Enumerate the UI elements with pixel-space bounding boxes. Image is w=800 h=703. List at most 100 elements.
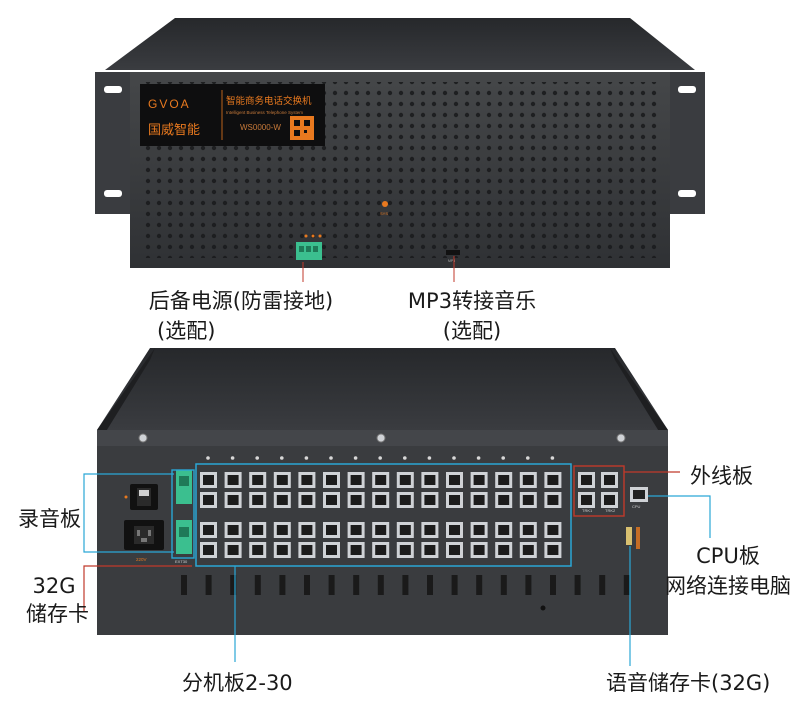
rj45-port-hole <box>350 475 362 485</box>
screw <box>376 433 386 443</box>
callout-trunk-board: 外线板 <box>690 464 753 488</box>
rj45-port-hole <box>449 525 460 535</box>
board-clip <box>550 575 556 595</box>
rj45-port-hole <box>547 545 559 555</box>
board-led <box>353 456 358 460</box>
board-clip <box>353 575 360 595</box>
rj45-port-hole <box>375 525 387 535</box>
board-led <box>476 456 481 460</box>
rj45-port-hole <box>301 525 313 535</box>
callout-cpu-line2: 网络连接电脑 <box>665 574 791 598</box>
rj45-port-hole <box>522 495 534 505</box>
rj45-port-hole <box>276 495 288 505</box>
svg-text:MP3: MP3 <box>448 259 455 263</box>
screw <box>138 433 148 443</box>
board-clip <box>181 575 187 595</box>
rj45-port-hole <box>350 495 362 505</box>
callout-mp3-line2: (选配) <box>442 319 502 343</box>
board-clip <box>476 575 483 595</box>
rj45-port-hole <box>203 495 214 505</box>
board-clip <box>205 575 212 595</box>
rj45-port-hole <box>227 525 239 535</box>
callout-backup-power-line1: 后备电源(防雷接地) <box>148 289 334 313</box>
rj45-port-hole <box>375 475 387 485</box>
front-name-plate: GVOA 国威智能 智能商务电话交换机 Intelligent Business… <box>140 84 325 146</box>
board-clip <box>402 575 409 595</box>
rj45-port-hole <box>547 495 559 505</box>
rj45-port-hole <box>301 545 313 555</box>
cpu-network-port[interactable]: CPU <box>630 487 648 509</box>
rj45-port-hole <box>424 495 436 505</box>
rj45-port-hole <box>581 495 592 505</box>
rj45-port-hole <box>522 475 534 485</box>
callout-storage-line1: 32G <box>32 574 76 598</box>
rj45-port-hole <box>424 475 436 485</box>
recording-board-slot[interactable]: EXT30 <box>175 470 192 564</box>
callout-lines <box>83 256 711 666</box>
rj45-port-hole <box>473 475 485 485</box>
rj45-port-hole <box>227 475 239 485</box>
board-led <box>255 456 259 460</box>
callout-cpu-line1: CPU板 <box>696 544 760 568</box>
callout-mp3-line1: MP3转接音乐 <box>407 289 537 313</box>
screw <box>616 433 626 443</box>
rj45-port-hole <box>449 475 460 485</box>
rj45-port-hole <box>375 545 387 555</box>
board-led <box>378 456 383 460</box>
board-led <box>526 456 530 460</box>
board-clip <box>500 575 507 595</box>
rj45-port-hole <box>203 475 214 485</box>
board-clip <box>427 575 433 595</box>
rj45-port-hole <box>522 545 534 555</box>
power-module[interactable]: 220V <box>124 484 164 562</box>
board-clip <box>328 575 335 595</box>
board-clip <box>599 575 606 595</box>
board-clips <box>181 575 630 595</box>
rj45-port-hole <box>252 545 264 555</box>
board-led <box>427 456 432 460</box>
board-led <box>329 456 333 460</box>
rj45-port-hole <box>203 545 214 555</box>
rj45-port-hole <box>252 475 264 485</box>
rj45-port-hole <box>326 495 337 505</box>
rj45-port-hole <box>399 495 411 505</box>
board-led <box>501 456 506 460</box>
trunk-label-1: TRK1 <box>582 508 593 513</box>
callout-extension-board: 分机板2-30 <box>182 671 293 695</box>
qr-code <box>290 116 314 140</box>
model-number: WS0000-W <box>240 123 281 132</box>
mp3-jack[interactable]: MP3 <box>446 250 460 263</box>
rj45-port-hole <box>399 545 411 555</box>
sys-indicator: SYS <box>380 201 388 216</box>
trunk-label-2: TRK2 <box>605 508 616 513</box>
brand-logo: GVOA <box>148 97 191 111</box>
rj45-port-hole <box>498 475 510 485</box>
rj45-port-hole <box>227 545 239 555</box>
board-led <box>206 456 210 460</box>
product-subtitle: Intelligent Business Telephone System <box>226 110 303 115</box>
rj45-port-hole <box>227 495 239 505</box>
rj45-port-hole <box>473 495 485 505</box>
board-led <box>452 456 456 460</box>
rj45-port-hole <box>276 525 288 535</box>
svg-text:SYS: SYS <box>380 211 388 216</box>
voice-storage-slot[interactable] <box>626 527 640 549</box>
rj45-port-hole <box>326 475 337 485</box>
rj45-port-hole <box>252 495 264 505</box>
board-clip <box>623 575 630 595</box>
rj45-port-hole <box>350 525 362 535</box>
product-title: 智能商务电话交换机 <box>226 95 312 107</box>
rj45-port-hole <box>498 495 510 505</box>
board-led <box>550 456 555 460</box>
board-led <box>304 456 309 460</box>
rj45-port-hole <box>604 495 615 505</box>
backup-power-terminal[interactable] <box>296 234 322 261</box>
rj45-port-hole <box>399 525 411 535</box>
rj45-port-hole <box>424 525 436 535</box>
rj45-port-hole <box>547 525 559 535</box>
extension-port-grid <box>200 456 562 558</box>
rj45-port-hole <box>301 495 313 505</box>
board-clip <box>451 575 458 595</box>
callout-recording-board: 录音板 <box>18 507 81 531</box>
board-led <box>403 456 407 460</box>
